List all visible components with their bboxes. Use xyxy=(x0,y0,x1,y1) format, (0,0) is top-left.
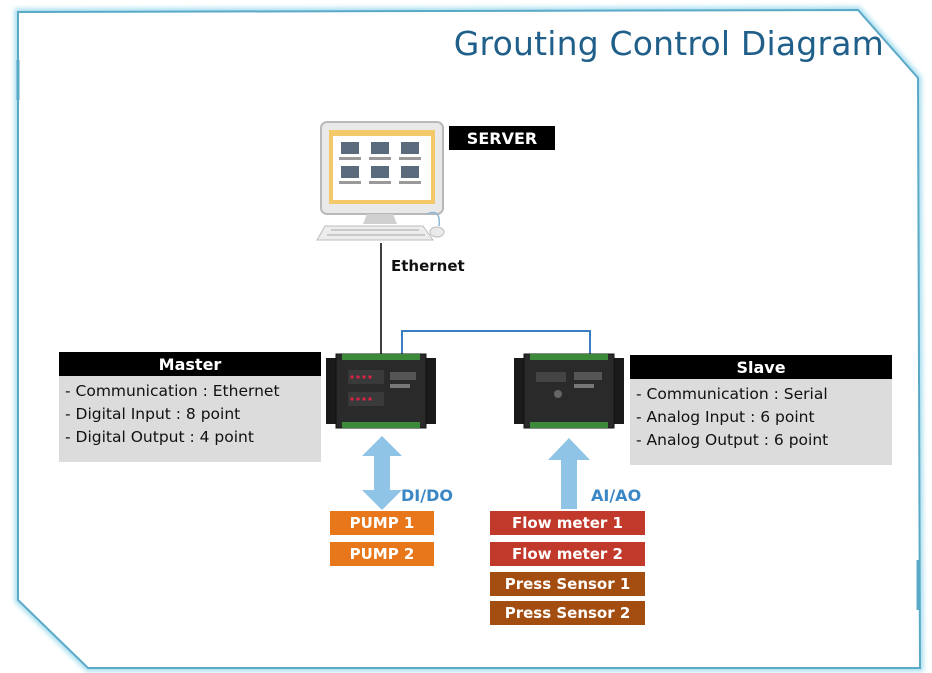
slave-specs: - Communication : Serial - Analog Input … xyxy=(630,379,892,465)
press-sensor-1-tag: Press Sensor 1 xyxy=(490,572,645,596)
diagram-title: Grouting Control Diagram xyxy=(453,24,884,63)
slave-spec-analog-output: - Analog Output : 6 point xyxy=(636,431,829,449)
flow-meter-1-tag: Flow meter 1 xyxy=(490,511,645,535)
ai-ao-label: AI/AO xyxy=(591,486,642,505)
ethernet-label: Ethernet xyxy=(391,257,465,275)
pump-1-tag: PUMP 1 xyxy=(330,511,434,535)
master-title: Master xyxy=(59,352,321,376)
serial-line xyxy=(401,330,591,358)
slave-spec-communication: - Communication : Serial xyxy=(636,385,828,403)
aiao-up-arrow xyxy=(548,438,590,509)
master-spec-digital-output: - Digital Output : 4 point xyxy=(65,428,254,446)
server-label: SERVER xyxy=(449,126,555,150)
slave-title: Slave xyxy=(630,355,892,379)
slave-spec-analog-input: - Analog Input : 6 point xyxy=(636,408,815,426)
master-device-icon xyxy=(326,353,436,429)
server-computer-icon xyxy=(316,121,445,241)
di-do-label: DI/DO xyxy=(401,486,453,505)
press-sensor-2-tag: Press Sensor 2 xyxy=(490,601,645,625)
flow-meter-2-tag: Flow meter 2 xyxy=(490,542,645,566)
master-spec-communication: - Communication : Ethernet xyxy=(65,382,280,400)
master-specs: - Communication : Ethernet - Digital Inp… xyxy=(59,376,321,462)
master-spec-digital-input: - Digital Input : 8 point xyxy=(65,405,241,423)
slave-device-icon xyxy=(514,353,624,429)
didop-bidirectional-arrow xyxy=(362,436,402,510)
pump-2-tag: PUMP 2 xyxy=(330,542,434,566)
